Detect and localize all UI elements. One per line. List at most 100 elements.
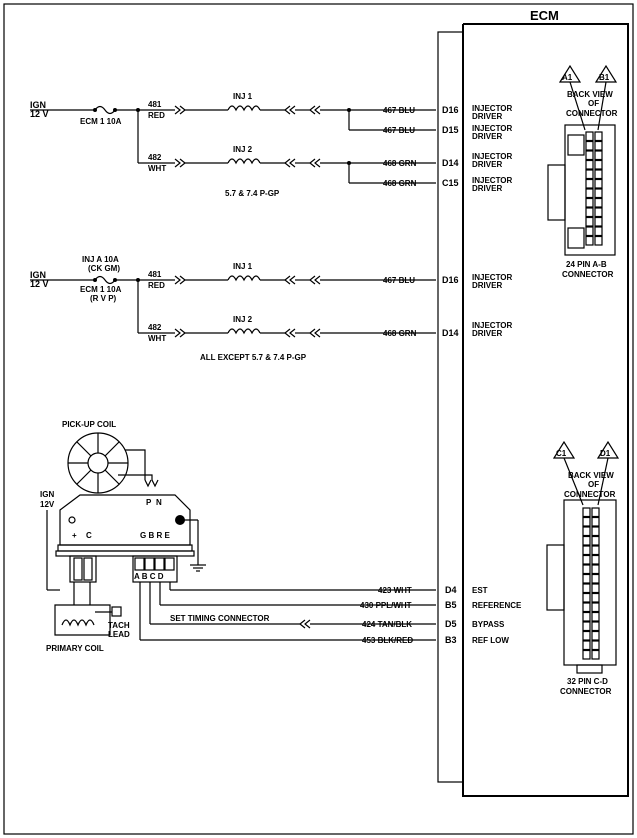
pickup-coil-icon [67,432,129,494]
set-timing-label: SET TIMING CONNECTOR [170,614,270,623]
connector_ab-view1-text: BACK VIEW [567,90,613,99]
ignition-module: + C G B R E A B C D [55,494,206,583]
section2-wires-1-wire-text: 468 GRN [383,329,417,338]
section2-w481-text: 481 [148,270,162,279]
ecm-title: ECM [530,8,559,23]
connector-cd-pin [591,592,600,603]
ign-label-2: IGN [30,270,46,280]
injector-1-coil-icon-2 [227,275,261,282]
wire-481: 481 [148,100,162,109]
section-1-injectors: IGN 12 V ECM 1 10A 481 RED 482 WHT INJ 1… [30,92,513,198]
connector-cd-pin [591,554,600,565]
ignition-wires-1-func-text: REFERENCE [472,601,522,610]
connector-ab-pin [585,207,594,218]
inj1-label: INJ 1 [233,92,253,101]
section2-wht-text: WHT [148,334,166,343]
connector-ab-pin [594,216,603,227]
connector_cd-name2-text: CONNECTOR [560,687,612,696]
connector-ab-pin [585,235,594,246]
injector-2-coil-icon [227,158,261,165]
section2-wires-0-pin-text: D16 [442,275,459,285]
ignition-c-text: C [86,531,92,540]
connector-cd-pin [591,545,600,556]
connector_ab-view3-text: CONNECTOR [566,109,618,118]
connector-cd-pin [582,592,591,603]
connector-ab-pin [594,226,603,237]
section2-fuse_a1-text: INJ A 10A [82,255,119,264]
section2-inj1-text: INJ 1 [233,262,253,271]
section1-wires-0-func2-text: DRIVER [472,112,502,121]
connector_cd-view3-text: CONNECTOR [564,490,616,499]
section1-wires-2-wire-text: 468 GRN [383,159,417,168]
connector_cd-view1-text: BACK VIEW [568,471,614,480]
connector-cd: C1 D1 BACK VIEW OF CONNECTOR 32 PIN C-D … [546,440,620,696]
connector-cd-pin [591,516,600,527]
connector-ab-pin [594,188,603,199]
section2-wires-1-func1-text: INJECTOR [472,321,513,330]
connector-cd-pin [591,583,600,594]
connector-ab-pin [594,131,603,142]
section1-wires-2-func1-text: INJECTOR [472,152,513,161]
ignition-wires-3-pin-text: B3 [445,635,457,645]
wire-red: RED [148,111,165,120]
connector-cd-pin [582,640,591,651]
section-2-injectors: IGN 12 V INJ A 10A (CK GM) ECM 1 10A (R … [30,255,513,362]
section1-wires-3-func2-text: DRIVER [472,184,502,193]
connector-cd-pin [582,545,591,556]
connector-ab-pin [585,216,594,227]
connector_cd-name1-text: 32 PIN C-D [567,677,608,686]
connector_ab-name1-text: 24 PIN A-B [566,260,607,269]
ignition-p-text: P [146,498,152,507]
section2-fuse_b1-text: ECM 1 10A [80,285,122,294]
ignition-volt-text: 12V [40,500,55,509]
ignition-wires-0-pin-text: D4 [445,585,457,595]
connector-ab-pin [585,131,594,142]
connector-cd-pin [582,630,591,641]
connector-ab-pin [585,226,594,237]
connector_ab-a1-text: A1 [562,73,573,82]
ignition-wires-3-wire-text: 453 BLK/RED [362,636,413,645]
ignition-wires-1-pin-text: B5 [445,600,457,610]
section1-wires-1-func2-text: DRIVER [472,132,502,141]
connector-cd-pin [582,649,591,660]
connector-ab-pin [585,197,594,208]
connector-cd-pin [591,649,600,660]
section2-wires-0-wire-text: 467 BLU [383,276,415,285]
connector-ab-pin [585,188,594,199]
connector-ab-pin [594,150,603,161]
connector-cd-pin [591,526,600,537]
section2-fuse_b2-text: (R V P) [90,294,117,303]
section2-w482-text: 482 [148,323,162,332]
connector-ab-pin [594,169,603,180]
primary-coil-label: PRIMARY COIL [46,644,104,653]
connector-ab-pin [594,207,603,218]
fuse-icon [94,105,116,115]
section2-wires-1-func2-text: DRIVER [472,329,502,338]
connector-ab: A1 B1 BACK VIEW OF CONNECTOR 24 PIN A-B … [547,64,618,279]
injector-2-coil-icon-2 [227,328,261,335]
injector-1-coil-icon [227,105,261,112]
connector-ab-pin [585,169,594,180]
section1-wires-0-wire-text: 467 BLU [383,106,415,115]
connector-cd-pin [591,535,600,546]
connector-cd-pin [591,611,600,622]
section2-fuse_a2-text: (CK GM) [88,264,120,273]
ignition-wires-2-func-text: BYPASS [472,620,505,629]
connector_cd-d1-text: D1 [600,449,611,458]
fuse-icon-2 [94,275,116,285]
connector-ab-pin [594,159,603,170]
section1-wires-2-pin-text: D14 [442,158,459,168]
connector-ab-pin [585,159,594,170]
volt-label-1: 12 V [30,109,49,119]
ignition-ign-text: IGN [40,490,54,499]
connector-cd-pin [582,507,591,518]
connector-cd-pin [582,621,591,632]
connector-cd-pin [591,573,600,584]
ignition-wires-2-wire-text: 424 TAN/BLK [362,620,412,629]
connector-cd-pin [582,611,591,622]
section1-wires-2-func2-text: DRIVER [472,160,502,169]
connector_ab-name2-text: CONNECTOR [562,270,614,279]
connector-ab-pin [585,150,594,161]
volt-label-2: 12 V [30,279,49,289]
